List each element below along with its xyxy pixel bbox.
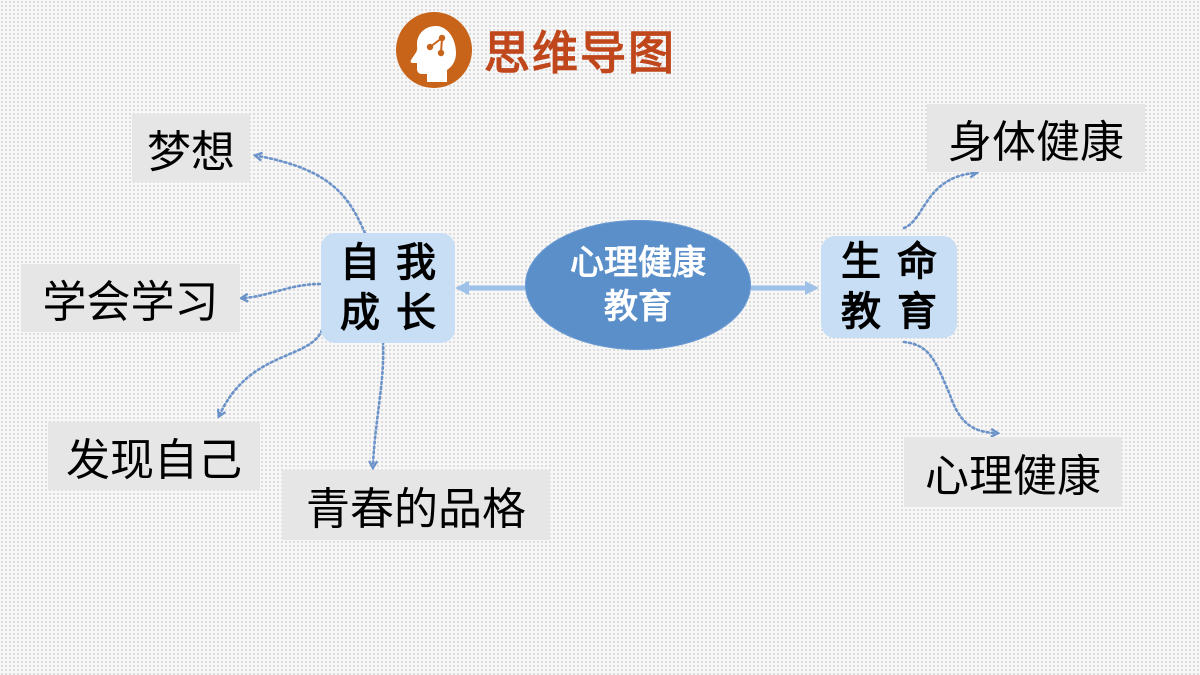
leaf-youth-character[interactable]: 青春的品格 [282,470,550,540]
leaf-learn-to-learn-label: 学会学习 [42,277,219,328]
connector-physical-health [902,173,974,230]
connector-youth-character [373,340,385,465]
branch-life-education-line1: 生命 [841,238,953,285]
center-node[interactable]: 心理健康 教育 [525,220,751,350]
leaf-discover-self-label: 发现自己 [66,435,242,486]
branch-self-growth-line2: 成长 [340,289,452,336]
center-node-line2: 教育 [604,287,672,327]
leaf-youth-character-label: 青春的品格 [306,484,526,535]
leaf-dream[interactable]: 梦想 [132,114,250,182]
branch-self-growth-line1: 自我 [340,239,452,286]
page-header: 思维导图 [396,12,676,88]
connector-dream [258,156,367,235]
leaf-physical-health-label: 身体健康 [948,117,1124,168]
leaf-dream-label: 梦想 [147,127,235,178]
branch-life-education-line2: 教育 [841,288,953,335]
head-with-network-icon [396,12,472,88]
leaf-mental-health[interactable]: 心理健康 [904,437,1122,507]
leaf-discover-self[interactable]: 发现自己 [48,422,260,490]
leaf-learn-to-learn[interactable]: 学会学习 [21,264,240,332]
connector-discover-self [220,328,324,414]
branch-self-growth[interactable]: 自我 成长 [321,233,455,343]
connector-learn [244,282,322,298]
leaf-physical-health[interactable]: 身体健康 [927,104,1145,172]
connector-mental-health [902,340,995,433]
center-node-line1: 心理健康 [570,243,706,283]
page-title: 思维导图 [484,26,676,80]
leaf-mental-health-label: 心理健康 [925,451,1101,502]
branch-life-education[interactable]: 生命 教育 [821,236,957,338]
